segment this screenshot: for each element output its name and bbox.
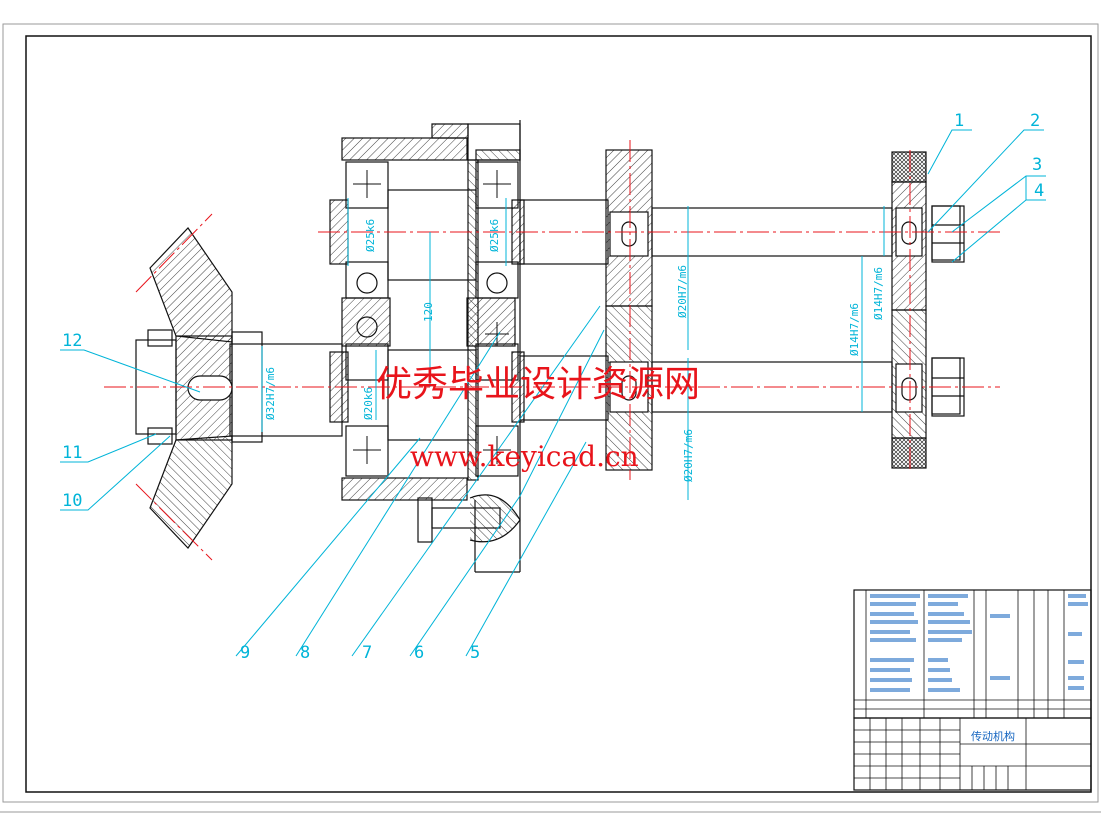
dim-left-bearing-lower: Ø20k6 — [362, 387, 375, 420]
dim-bevel-hub-fit: Ø32H7/m6 — [264, 367, 277, 420]
dim-right-bearing-upper: Ø25k6 — [488, 219, 501, 252]
dim-center-distance: 120 — [422, 302, 435, 322]
end-plate — [891, 151, 965, 469]
balloon-8: 8 — [300, 643, 310, 663]
watermark-line-2: www.keyicad.cn — [410, 440, 639, 473]
balloon-10: 10 — [62, 491, 82, 511]
parts-list-blocks — [870, 594, 1088, 692]
balloon-11: 11 — [62, 443, 82, 463]
balloon-9: 9 — [240, 643, 250, 663]
watermark-line-1: 优秀毕业设计资源网 — [376, 364, 700, 405]
bevel-gear — [135, 227, 263, 549]
spur-gear — [605, 149, 653, 471]
balloon-labels: 1 2 3 4 5 6 7 8 9 10 11 12 — [62, 111, 1044, 663]
balloon-1: 1 — [954, 111, 964, 131]
dim-gear-fit-upper: Ø20H7/m6 — [676, 265, 689, 318]
dimension-texts: 120 Ø25k6 Ø25k6 Ø20k6 Ø32H7/m6 Ø20H7/m6 … — [264, 219, 885, 482]
sheet-frame — [0, 23, 1101, 813]
dim-plate-fit-lower: Ø14H7/m6 — [848, 303, 861, 356]
leader-lines — [60, 129, 1046, 657]
dim-gear-fit-lower: Ø20H7/m6 — [682, 429, 695, 482]
title-block-name: 传动机构 — [971, 729, 1015, 743]
dim-left-bearing-upper: Ø25k6 — [364, 219, 377, 252]
bearing-marks — [353, 170, 511, 464]
parts-list — [853, 589, 1092, 719]
balloon-3: 3 — [1032, 155, 1042, 175]
dimension-lines — [261, 198, 885, 500]
balloon-5: 5 — [470, 643, 480, 663]
balloon-6: 6 — [414, 643, 424, 663]
balloon-12: 12 — [62, 331, 82, 351]
housing — [329, 120, 525, 573]
dim-plate-fit-upper: Ø14H7/m6 — [872, 267, 885, 320]
balloon-2: 2 — [1030, 111, 1040, 131]
center-lines — [104, 140, 1000, 561]
balloon-4: 4 — [1034, 181, 1044, 201]
title-block — [853, 717, 1092, 791]
balloon-7: 7 — [362, 643, 372, 663]
